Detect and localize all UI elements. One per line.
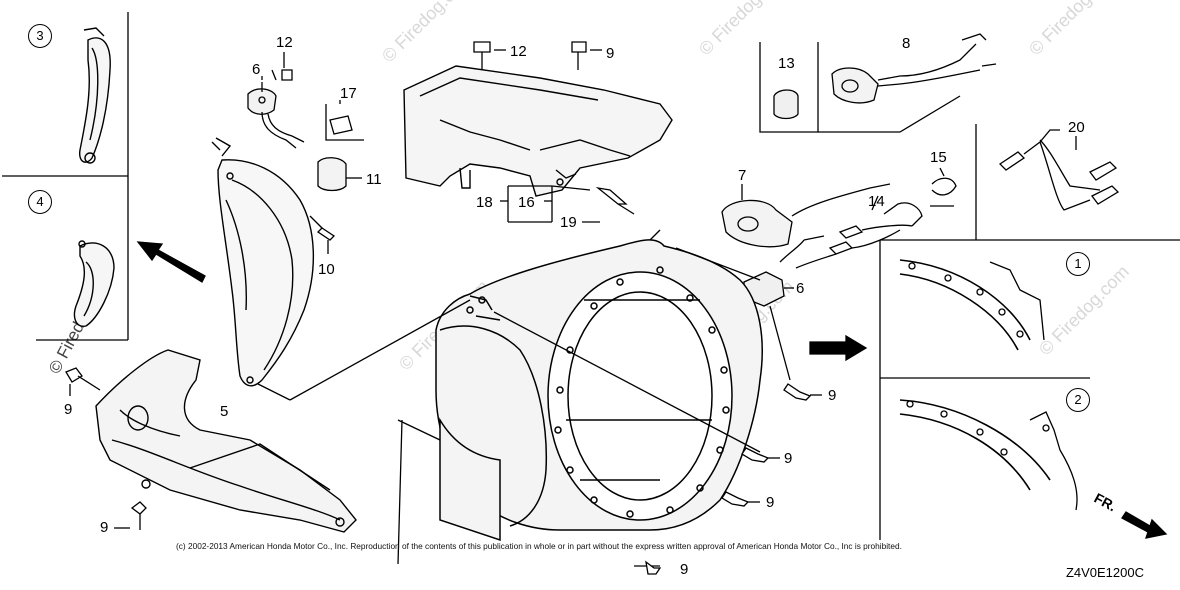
inset-panel-20: [975, 124, 1120, 240]
callout-9-bottom: 9: [680, 561, 689, 578]
callout-9-right-3: 9: [766, 494, 775, 511]
inset-panels-left: [2, 12, 129, 341]
callout-10: 10: [318, 261, 335, 278]
shroud-variant-3-drawing: [78, 27, 111, 164]
bolt-18-drawing: [595, 186, 635, 215]
callout-19: 19: [560, 214, 577, 231]
callout-circle-4: 4: [28, 190, 52, 214]
shroud-variant-4-drawing: [73, 240, 115, 327]
bolt-9-drawings: [645, 383, 822, 575]
bolt-12-top-drawing: [473, 41, 506, 70]
callout-12-top: 12: [510, 43, 527, 60]
callout-9-right-2: 9: [784, 450, 793, 467]
front-arrow: [1121, 511, 1168, 539]
bolt-12-drawing: [281, 52, 293, 81]
callout-6: 6: [252, 61, 261, 78]
callout-circle-1: 1: [1066, 252, 1090, 276]
callout-16: 16: [518, 194, 535, 211]
callout-13: 13: [778, 55, 795, 72]
callout-7: 7: [738, 167, 747, 184]
grommet-11-drawing: [317, 157, 362, 192]
bolt-10-drawing: [309, 215, 336, 254]
callout-11: 11: [366, 171, 382, 188]
leader-lines-18-16-19: [500, 185, 600, 223]
callout-9-left: 9: [64, 401, 73, 418]
callout-12: 12: [276, 34, 293, 51]
harness-14-drawing: [779, 195, 923, 269]
bolt-9-bottom-left-drawing: [114, 501, 147, 530]
switch-6-drawing: [247, 76, 305, 149]
diagram-code: Z4V0E1200C: [1065, 565, 1144, 580]
callout-20: 20: [1068, 119, 1085, 136]
callout-15: 15: [930, 149, 947, 166]
switch-7-drawing: [721, 183, 891, 248]
callout-9-bottom-left: 9: [100, 519, 109, 536]
callout-circle-2: 2: [1066, 388, 1090, 412]
callout-18: 18: [476, 194, 493, 211]
direction-arrow: [136, 241, 206, 283]
upper-housing-drawing: [403, 65, 673, 197]
fan-housing-drawing: [435, 239, 763, 542]
bolt-9-left-drawing: [65, 367, 101, 396]
copyright-notice: (c) 2002-2013 American Honda Motor Co., …: [176, 541, 902, 551]
shroud-plate-drawing: [215, 137, 315, 387]
callout-14: 14: [868, 193, 885, 210]
callout-5: 5: [220, 403, 229, 420]
callout-17: 17: [340, 85, 357, 102]
leader-ticks: [211, 69, 341, 151]
callout-9-top: 9: [606, 45, 615, 62]
callout-6-right: 6: [796, 280, 805, 297]
callout-8: 8: [902, 35, 911, 52]
bolt-9-top-drawing: [571, 41, 602, 70]
inset-panel-13-8: [759, 33, 997, 133]
leader-lines: [257, 229, 761, 567]
callout-9-right-1: 9: [828, 387, 837, 404]
inset-panels-right: [879, 239, 1180, 540]
pointer-arrow: [809, 334, 868, 362]
clip-15-drawing: [930, 167, 957, 207]
lower-shield-drawing: [95, 349, 357, 533]
clip-17-drawing: [325, 104, 364, 141]
callout-circle-3: 3: [28, 24, 52, 48]
